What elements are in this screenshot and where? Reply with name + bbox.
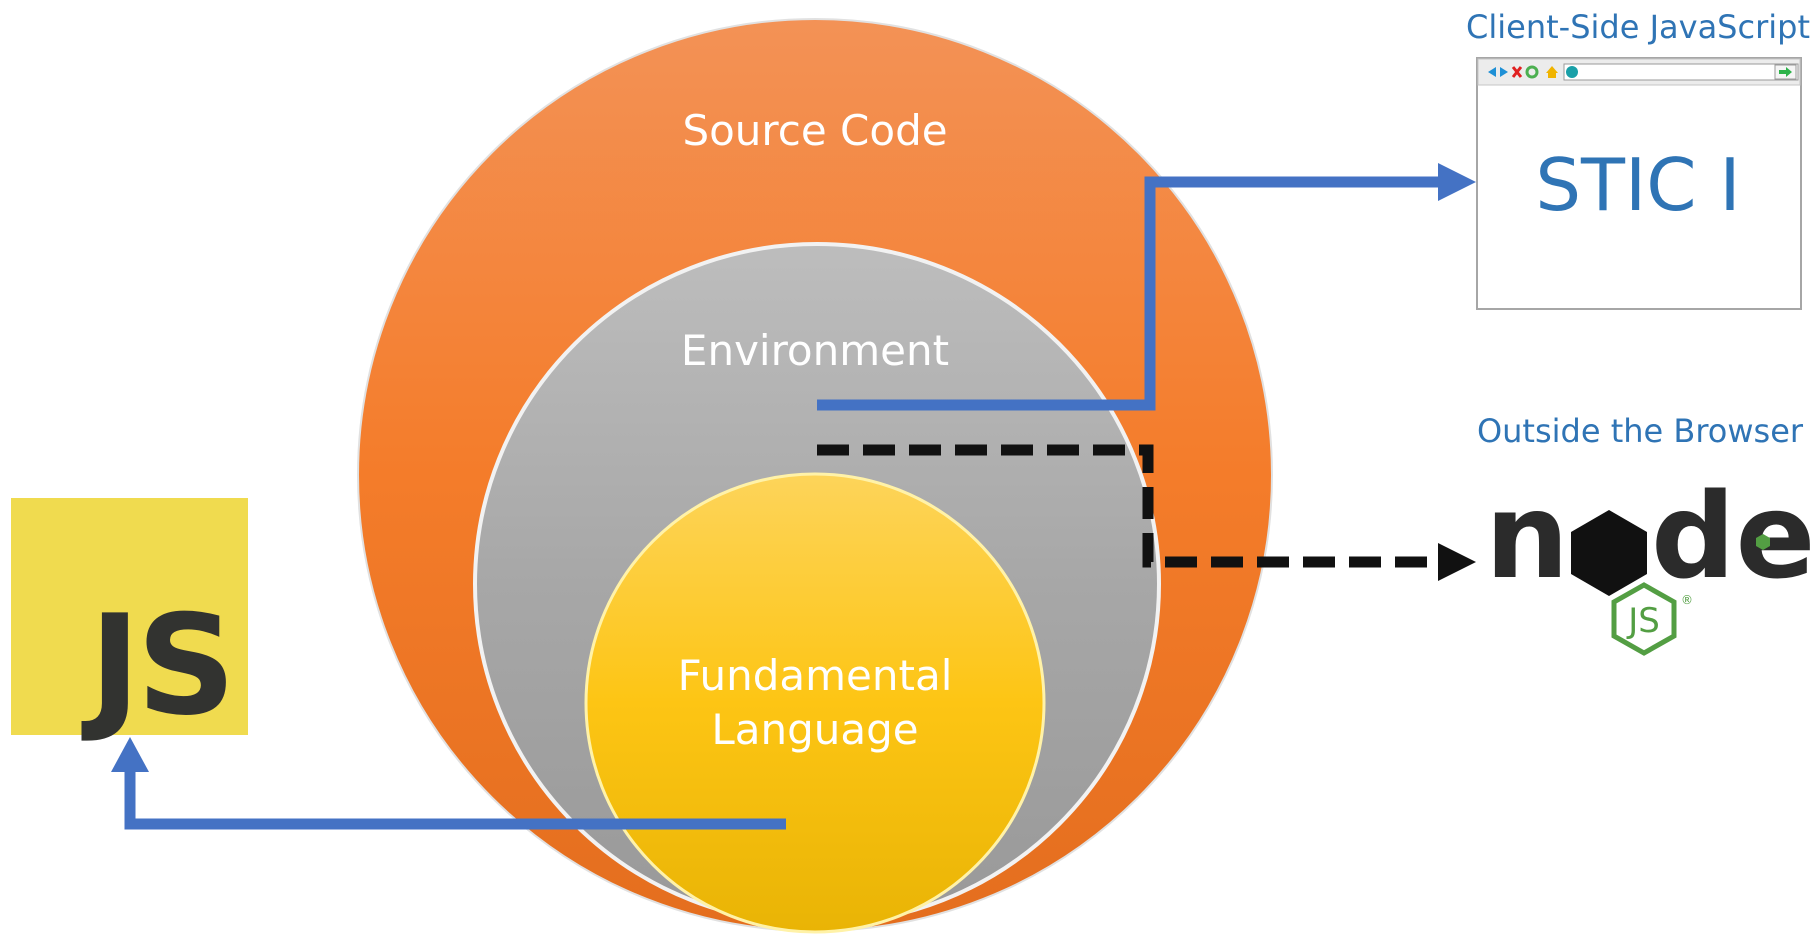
environment-label: Environment [681,326,949,375]
language-to-js-arrowhead [111,737,149,772]
browser-frame [1476,57,1802,310]
browser-content-text: STIC I [1535,143,1740,227]
fundamental-language-circle [584,472,1046,934]
js-logo-background [11,498,248,735]
node-dot-hexagon-icon [1756,534,1770,550]
fundamental-label: Fundamental [678,651,953,700]
browser-window: STIC I [1476,57,1802,310]
back-icon [1488,67,1496,77]
node-word-n: n [1485,467,1569,605]
go-arrow-icon [1779,67,1792,77]
environment-to-node-arrowhead [1438,543,1476,581]
node-word-de: de [1651,467,1812,605]
node-js-badge-text: JS [1626,601,1660,641]
js-logo-text: JS [81,585,232,746]
refresh-icon [1525,65,1539,79]
node-js-badge-hexagon [1611,582,1677,656]
client-side-heading: Client-Side JavaScript [1466,8,1810,46]
registered-mark: ® [1681,593,1693,607]
outside-browser-heading: Outside the Browser [1477,412,1804,450]
environment-to-browser-arrow [817,176,1438,411]
address-bar [1563,63,1799,81]
language-label: Language [711,705,918,754]
home-icon [1546,66,1558,78]
forward-icon [1500,67,1508,77]
source-code-label: Source Code [682,106,947,155]
environment-to-node-arrow [817,444,1438,568]
nodejs-logo: n de JS ® [1485,467,1812,656]
globe-icon [1566,66,1578,78]
js-logo: JS [11,498,248,746]
environment-to-browser-arrowhead [1438,163,1476,201]
stop-icon [1511,66,1523,78]
node-hexagon-icon [1571,510,1647,596]
concentric-circles [357,18,1273,934]
language-to-js-arrow [124,770,786,830]
